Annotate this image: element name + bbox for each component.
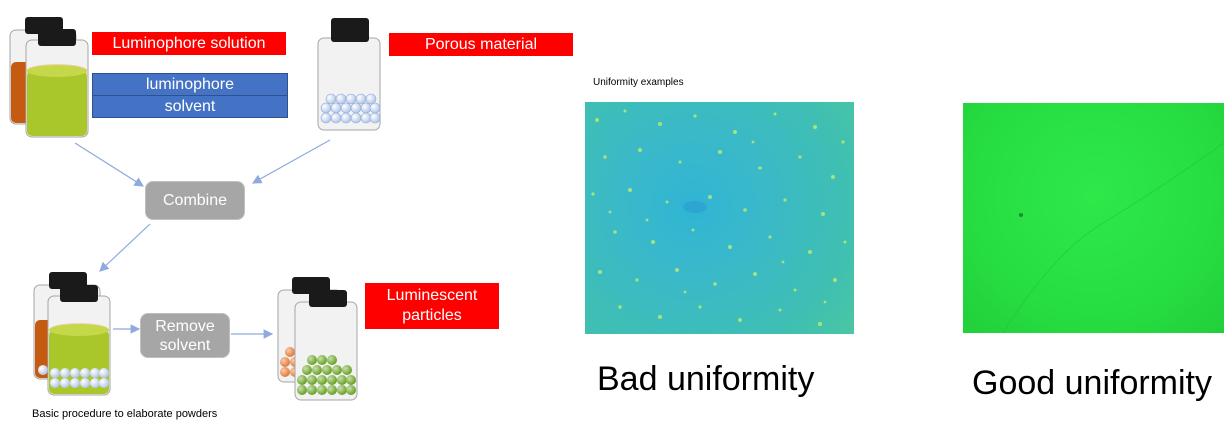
- luminophore-text: luminophore: [145, 76, 235, 93]
- combine-step-box: Combine: [145, 181, 245, 220]
- jar-green-front: [25, 29, 89, 138]
- particles-text: particles: [402, 307, 462, 324]
- luminescent-text: Luminescent: [386, 287, 478, 304]
- combined-mixture-jars: [33, 272, 111, 396]
- mixture-jar-front: [47, 285, 111, 396]
- porous-material-jar: [317, 18, 381, 131]
- porous-beads: [320, 93, 381, 124]
- good-uniformity-photo: [963, 103, 1224, 334]
- solvent-label: solvent: [92, 95, 288, 118]
- particles-jar-front: [294, 290, 358, 401]
- arrow-combine-to-mixture: [99, 223, 151, 272]
- luminophore-solution-label: Luminophore solution: [92, 32, 286, 55]
- combine-text: Combine: [162, 192, 228, 209]
- bad-uniformity-speckles: [591, 109, 847, 326]
- arrow-solution-to-combine: [74, 142, 145, 187]
- arrow-porous-to-combine: [251, 139, 331, 184]
- procedure-caption: Basic procedure to elaborate powders: [32, 408, 218, 420]
- remove-text: Remove: [155, 318, 215, 335]
- luminophore-solution-jars: [9, 17, 89, 138]
- solvent-text: solvent: [164, 98, 216, 115]
- good-uniformity-caption: Good uniformity: [972, 364, 1212, 402]
- bad-uniformity-photo: [585, 102, 854, 334]
- good-uniformity-texture: [1002, 142, 1224, 334]
- uniformity-examples-title: Uniformity examples: [593, 77, 684, 88]
- luminescent-particles-jars: [277, 277, 358, 401]
- remove-solvent-step-box: Remove solvent: [140, 313, 230, 358]
- bad-uniformity-caption: Bad uniformity: [597, 360, 815, 398]
- remove-solvent-text: solvent: [159, 337, 211, 354]
- luminophore-solution-text: Luminophore solution: [112, 35, 266, 52]
- porous-material-label: Porous material: [389, 33, 573, 56]
- porous-material-text: Porous material: [424, 36, 538, 53]
- luminophore-label: luminophore: [92, 73, 288, 96]
- luminescent-particles-label: Luminescent particles: [365, 283, 499, 329]
